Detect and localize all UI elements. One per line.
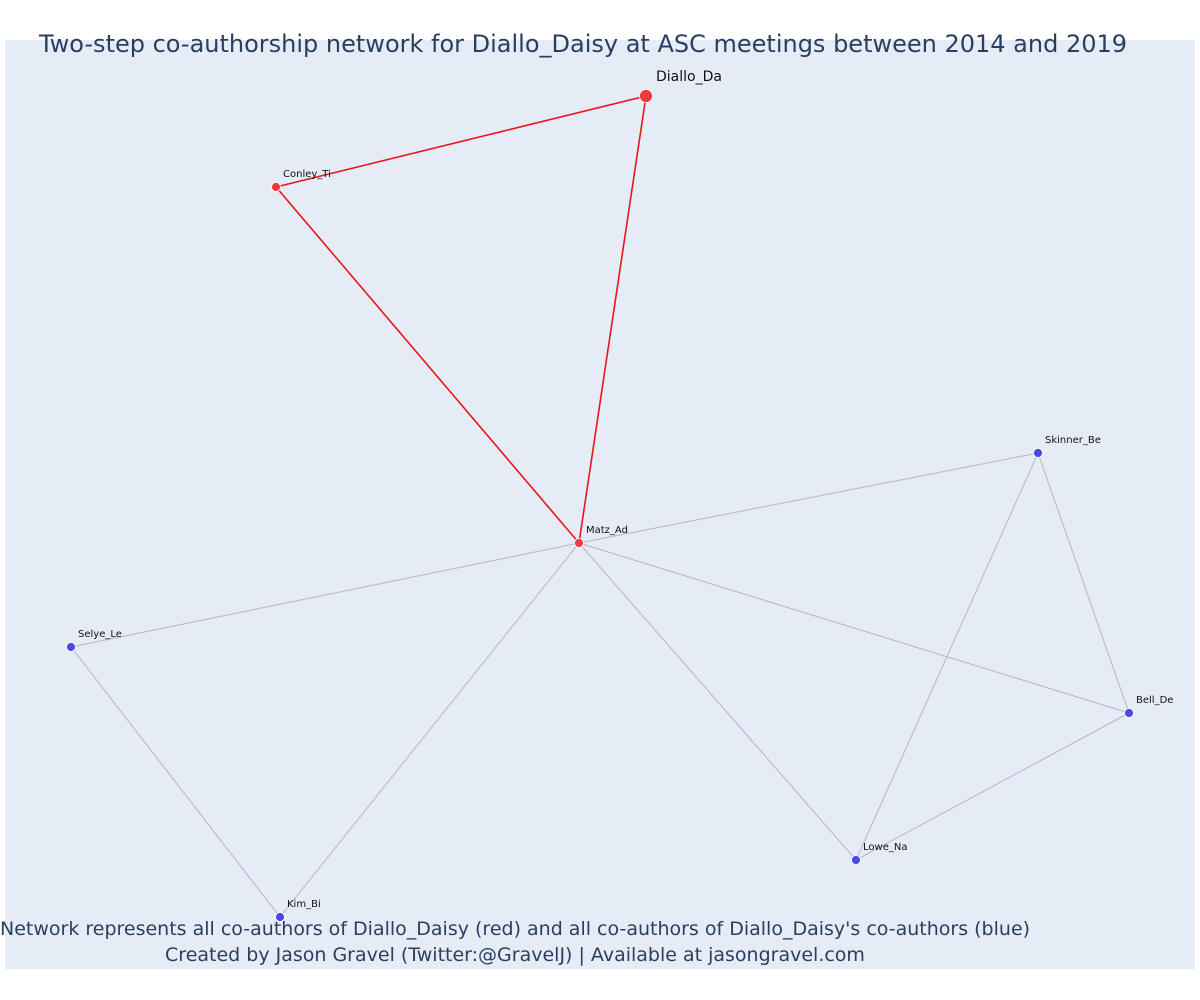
node-label-Conley_Ti: Conley_Ti (283, 169, 331, 180)
edge-Matz_Ad-Selye_Le (70, 542, 580, 648)
edge-Diallo_Da-Conley_Ti (275, 95, 647, 188)
node-label-Diallo_Da: Diallo_Da (656, 69, 722, 85)
node-label-Kim_Bi: Kim_Bi (287, 899, 321, 910)
chart-title: Two-step co-authorship network for Diall… (38, 30, 1128, 58)
caption-line-2: Created by Jason Gravel (Twitter:@Gravel… (165, 944, 865, 966)
node-Selye_Le[interactable] (66, 642, 76, 652)
node-label-Skinner_Be: Skinner_Be (1045, 435, 1101, 446)
edge-Skinner_Be-Bell_De (1037, 452, 1130, 714)
edge-Matz_Ad-Bell_De (578, 542, 1130, 714)
node-Conley_Ti[interactable] (271, 182, 281, 192)
edge-Diallo_Da-Matz_Ad (578, 95, 647, 544)
edge-Selye_Le-Kim_Bi (70, 646, 281, 918)
node-Bell_De[interactable] (1124, 708, 1134, 718)
nodes-layer (66, 89, 1134, 922)
edge-Matz_Ad-Lowe_Na (578, 542, 857, 861)
node-label-Lowe_Na: Lowe_Na (863, 842, 907, 853)
node-label-Bell_De: Bell_De (1136, 695, 1173, 706)
node-label-Selye_Le: Selye_Le (78, 629, 122, 640)
node-label-Matz_Ad: Matz_Ad (586, 525, 628, 536)
edge-Matz_Ad-Kim_Bi (279, 542, 580, 918)
edge-Conley_Ti-Matz_Ad (275, 186, 580, 544)
node-Skinner_Be[interactable] (1033, 448, 1043, 458)
caption-line-1: Network represents all co-authors of Dia… (0, 918, 1031, 940)
node-Matz_Ad[interactable] (574, 538, 584, 548)
edge-Skinner_Be-Lowe_Na (855, 452, 1039, 861)
node-Diallo_Da[interactable] (639, 89, 653, 103)
plot-area (5, 40, 1195, 969)
edge-Matz_Ad-Skinner_Be (578, 452, 1039, 544)
edges-layer (70, 95, 1130, 918)
node-Lowe_Na[interactable] (851, 855, 861, 865)
node-Kim_Bi[interactable] (275, 912, 285, 922)
edge-Bell_De-Lowe_Na (855, 712, 1130, 861)
